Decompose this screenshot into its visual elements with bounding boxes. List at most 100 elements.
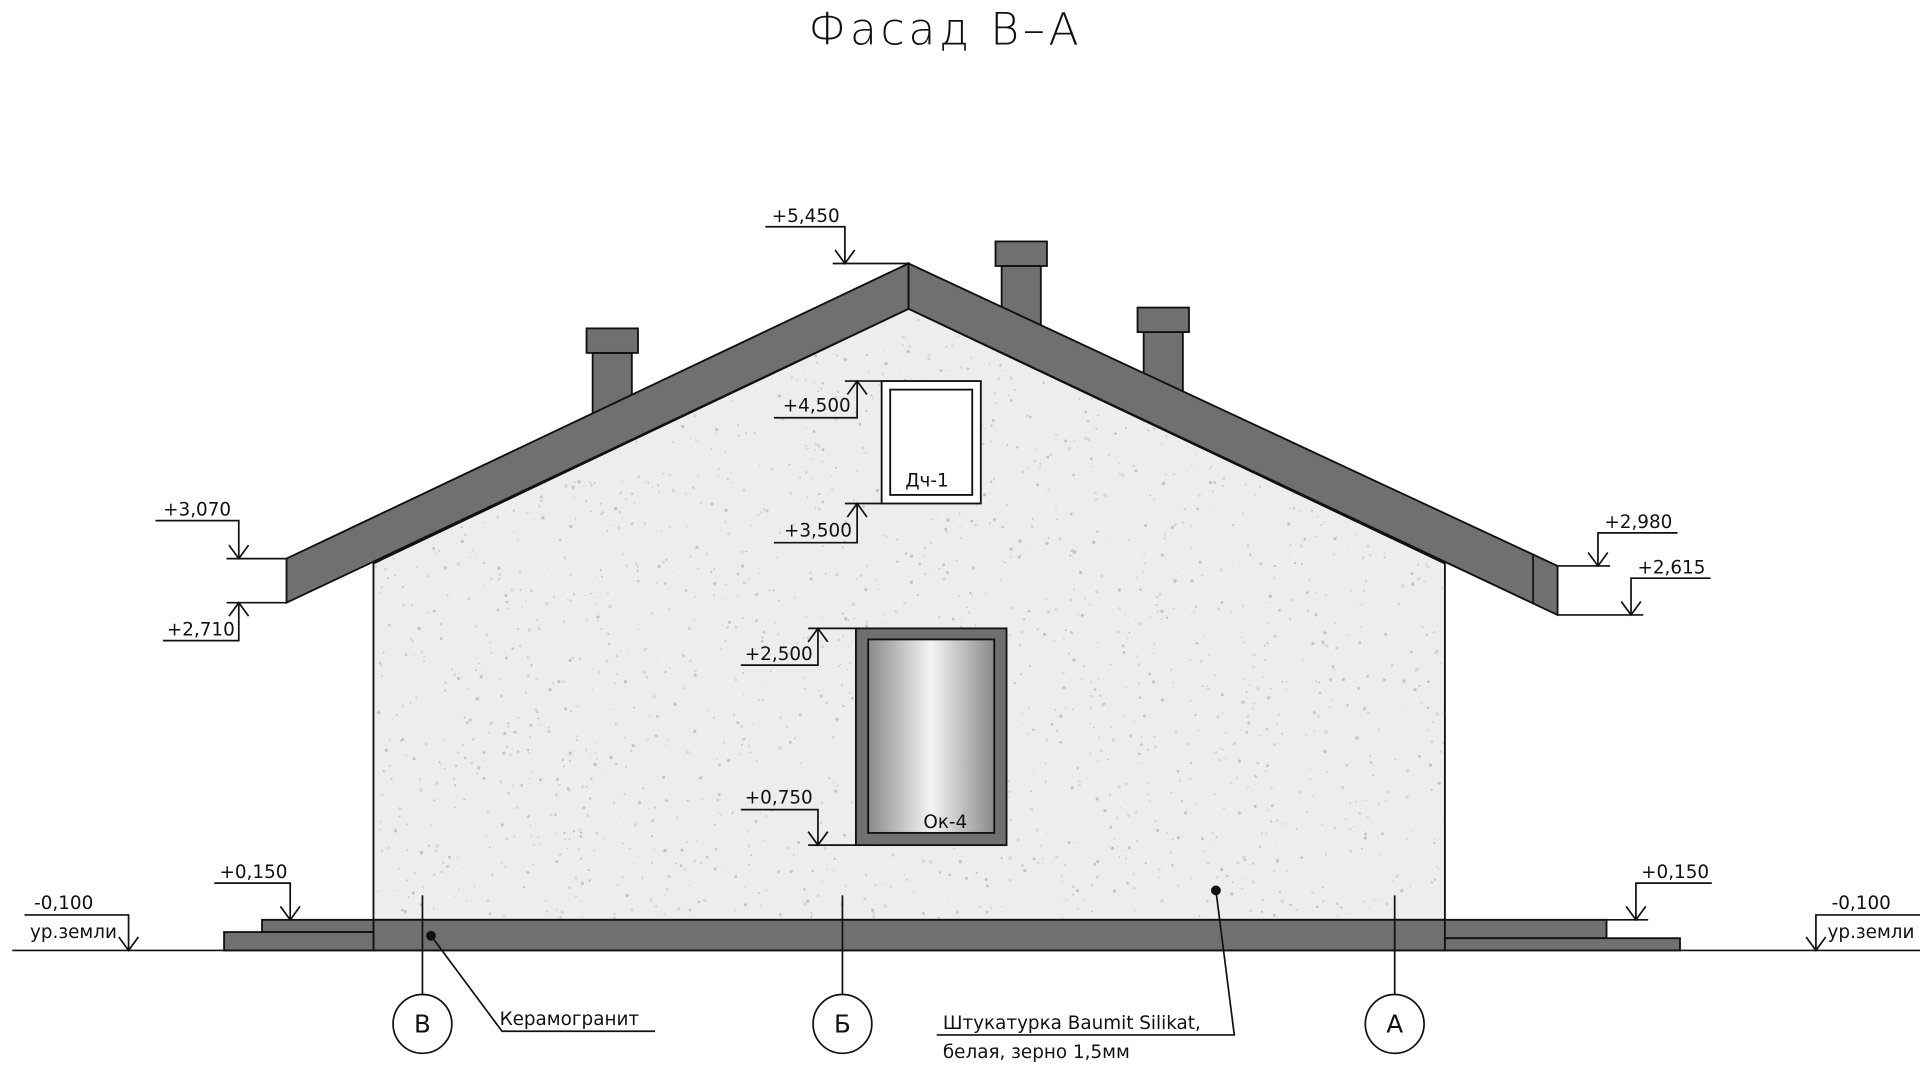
plaster-speck <box>1233 741 1237 745</box>
plaster-speck <box>575 895 577 898</box>
plaster-speck <box>1094 590 1099 594</box>
plaster-speck <box>1128 539 1131 542</box>
plaster-speck <box>1412 593 1415 596</box>
plaster-speck <box>498 677 501 681</box>
axis-v: В <box>392 895 453 1055</box>
plaster-speck <box>1131 785 1133 788</box>
plaster-speck <box>947 901 949 904</box>
plaster-speck <box>895 538 899 541</box>
plaster-speck <box>406 849 409 851</box>
plaster-speck <box>1072 473 1075 477</box>
plaster-speck <box>581 785 584 789</box>
plaster-speck <box>1125 686 1128 689</box>
plaster-speck <box>1006 443 1009 446</box>
plaster-speck <box>413 872 416 876</box>
plaster-speck <box>1134 469 1138 473</box>
plaster-speck <box>566 598 569 601</box>
plaster-speck <box>401 603 405 607</box>
plaster-speck <box>952 847 956 850</box>
plaster-speck <box>1402 679 1406 683</box>
plaster-speck <box>1180 799 1184 803</box>
plaster-speck <box>506 607 510 610</box>
plaster-speck <box>668 473 672 476</box>
plaster-speck <box>1127 813 1131 817</box>
plaster-speck <box>817 493 821 496</box>
plaster-speck <box>482 562 485 565</box>
plaster-speck <box>982 425 984 427</box>
plaster-speck <box>894 609 898 613</box>
plaster-speck <box>1022 722 1025 725</box>
plaster-speck <box>707 710 710 713</box>
plaster-speck <box>614 722 617 725</box>
plaster-speck <box>745 432 748 434</box>
elevation-left-eave-top: +3,070 <box>155 500 287 561</box>
plaster-speck <box>496 516 499 519</box>
plaster-speck <box>1054 608 1058 611</box>
plaster-speck <box>705 856 709 859</box>
plaster-speck <box>625 564 628 568</box>
plaster-speck <box>504 656 508 660</box>
plaster-speck <box>790 376 794 379</box>
plaster-speck <box>1128 631 1131 634</box>
plaster-speck <box>1013 389 1016 391</box>
plaster-speck <box>684 493 687 496</box>
plaster-speck <box>903 873 906 876</box>
plaster-speck <box>916 594 919 597</box>
plaster-speck <box>1266 601 1268 604</box>
plaster-speck <box>771 467 774 471</box>
plaster-speck <box>819 640 822 643</box>
plaster-speck <box>1224 758 1227 760</box>
plaster-speck <box>585 500 588 503</box>
plaster-speck <box>1430 788 1433 791</box>
plaster-speck <box>720 814 722 817</box>
plaster-speck <box>490 577 493 581</box>
plaster-speck <box>537 627 541 631</box>
plaster-speck <box>765 509 769 513</box>
plaster-speck <box>380 586 384 589</box>
plaster-speck <box>1213 674 1216 677</box>
plaster-speck <box>1242 640 1245 644</box>
plaster-speck <box>938 871 942 874</box>
plaster-speck <box>1045 598 1048 600</box>
plaster-speck <box>833 353 835 356</box>
plaster-speck <box>832 869 835 872</box>
plaster-speck <box>1324 594 1327 597</box>
plaster-speck <box>504 865 507 868</box>
plaster-speck <box>380 793 384 797</box>
plaster-speck <box>513 730 517 734</box>
plaster-speck <box>675 816 678 819</box>
plaster-speck <box>874 884 877 887</box>
plaster-speck <box>551 681 555 685</box>
plaster-speck <box>466 900 468 902</box>
plaster-speck <box>1140 695 1143 698</box>
plaster-speck <box>658 491 661 493</box>
plaster-speck <box>1080 613 1084 618</box>
plaster-speck <box>584 594 586 596</box>
plaster-speck <box>457 676 461 681</box>
plaster-speck <box>467 597 471 601</box>
plaster-speck <box>715 866 718 869</box>
plaster-speck <box>444 768 446 770</box>
plaster-speck <box>984 877 988 881</box>
plaster-speck <box>667 875 671 878</box>
plaster-speck <box>1102 702 1106 705</box>
plaster-speck <box>566 786 570 790</box>
plaster-speck <box>834 789 838 793</box>
plaster-speck <box>1026 466 1029 469</box>
plaster-speck <box>1281 733 1284 735</box>
plaster-speck <box>991 418 995 422</box>
plaster-speck <box>568 751 572 755</box>
plaster-speck <box>468 718 472 722</box>
plaster-speck <box>498 573 502 577</box>
plaster-speck <box>1275 722 1279 725</box>
plaster-speck <box>557 680 561 684</box>
plaster-speck <box>865 422 867 424</box>
plaster-speck <box>1194 605 1198 608</box>
plaster-speck <box>1173 579 1177 583</box>
plaster-speck <box>663 698 665 700</box>
plaster-speck <box>816 894 820 898</box>
plaster-speck <box>891 853 895 857</box>
plaster-speck <box>1416 563 1420 566</box>
plaster-speck <box>1172 472 1176 476</box>
plaster-speck <box>579 857 583 860</box>
